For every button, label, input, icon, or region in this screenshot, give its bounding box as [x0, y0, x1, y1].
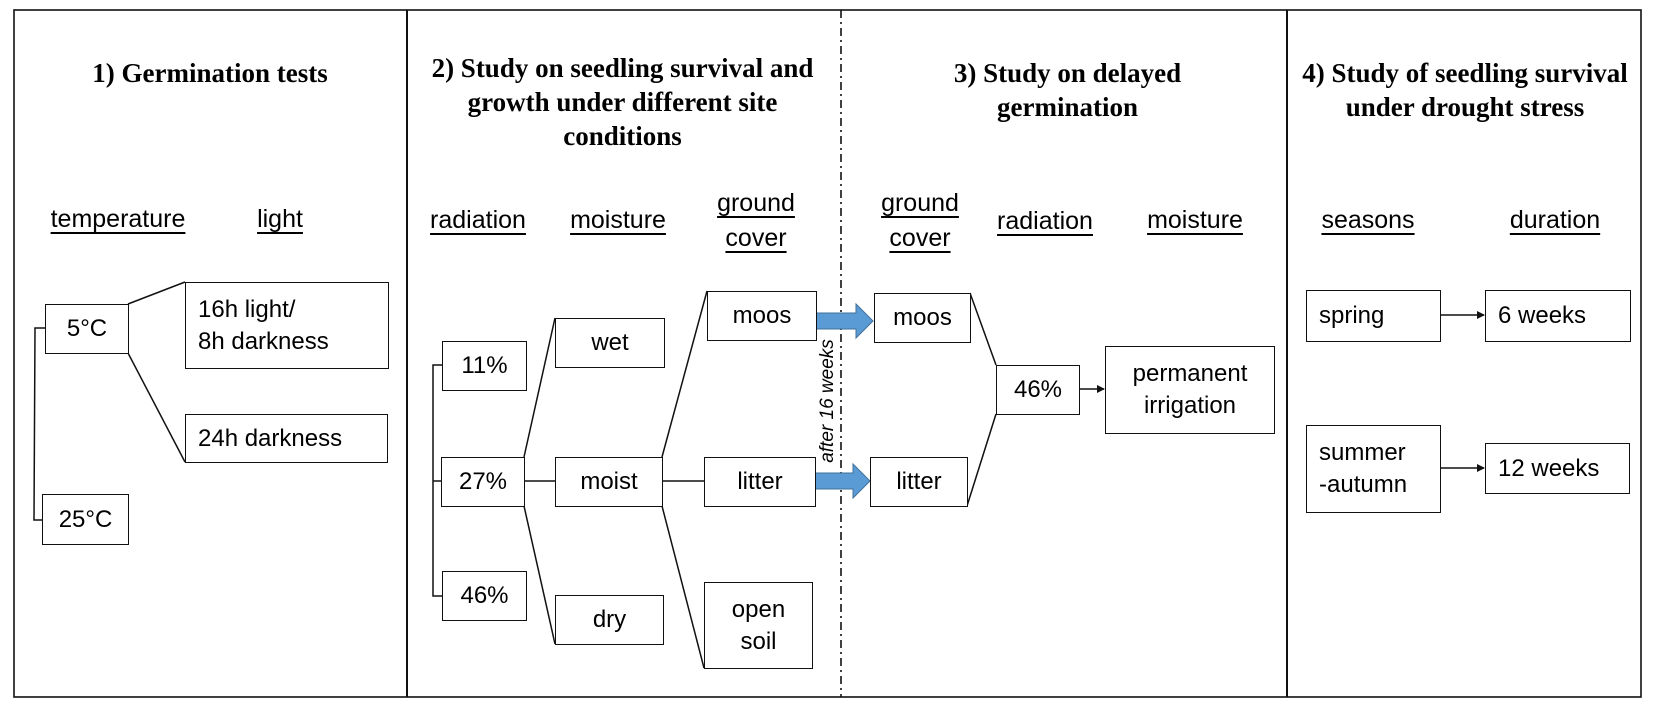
transfer-label: after 16 weeks — [817, 339, 838, 463]
connector-moos-46 — [969, 292, 997, 366]
node-6-weeks: 6 weeks — [1485, 290, 1631, 342]
node-moos-3: moos — [874, 293, 971, 343]
header-light: light — [257, 205, 303, 233]
connector-27-wet — [523, 317, 556, 458]
header-ground-cover-3: ground cover — [881, 189, 959, 252]
panel-1-title: 1) Germination tests — [92, 58, 328, 88]
node-moist: moist — [555, 457, 663, 507]
node-12-weeks: 12 weeks — [1485, 443, 1630, 494]
node-radiation-46: 46% — [442, 571, 527, 621]
header-duration: duration — [1509, 206, 1601, 234]
header-ground-cover: ground cover — [717, 189, 795, 252]
node-spring: spring — [1306, 290, 1441, 342]
node-litter-3: litter — [870, 457, 968, 507]
header-radiation: radiation — [430, 206, 526, 234]
header-temperature: temperature — [50, 205, 186, 233]
connector-moist-opensoil — [661, 505, 705, 669]
node-summer-autumn: summer -autumn — [1306, 425, 1441, 513]
node-dry: dry — [555, 595, 664, 645]
node-radiation-46-3: 46% — [996, 365, 1080, 415]
node-litter: litter — [704, 457, 816, 507]
node-5c: 5°C — [45, 304, 129, 354]
outer-border — [13, 9, 1642, 698]
connector-5c-24h — [127, 352, 186, 463]
bracket-radiation — [432, 364, 442, 597]
node-permanent-irrigation: permanent irrigation — [1105, 346, 1275, 434]
transfer-arrow-litter — [814, 462, 871, 500]
connector-27-dry — [523, 505, 556, 645]
node-radiation-11: 11% — [442, 341, 527, 391]
panel-4-title: 4) Study of seedling survival under drou… — [1302, 58, 1628, 122]
header-radiation-3: radiation — [997, 207, 1093, 235]
header-seasons: seasons — [1321, 206, 1415, 234]
node-wet: wet — [555, 318, 665, 368]
panel-2-title: 2) Study on seedling survival and growth… — [431, 53, 814, 151]
header-moisture: moisture — [570, 206, 666, 234]
panel-3-title: 3) Study on delayed germination — [953, 58, 1182, 122]
bracket-temperature — [33, 327, 45, 521]
node-radiation-27: 27% — [441, 457, 525, 507]
node-25c: 25°C — [42, 494, 129, 545]
node-24h-darkness: 24h darkness — [185, 414, 388, 463]
node-open-soil: open soil — [704, 582, 813, 669]
connector-moist-moos — [661, 290, 708, 458]
connector-5c-16h — [127, 281, 186, 305]
node-16h-light: 16h light/ 8h darkness — [185, 282, 389, 369]
node-moos: moos — [707, 291, 817, 341]
connector-litter-46 — [966, 413, 997, 507]
header-moisture-3: moisture — [1147, 206, 1243, 234]
transfer-arrow-moos — [815, 302, 874, 340]
